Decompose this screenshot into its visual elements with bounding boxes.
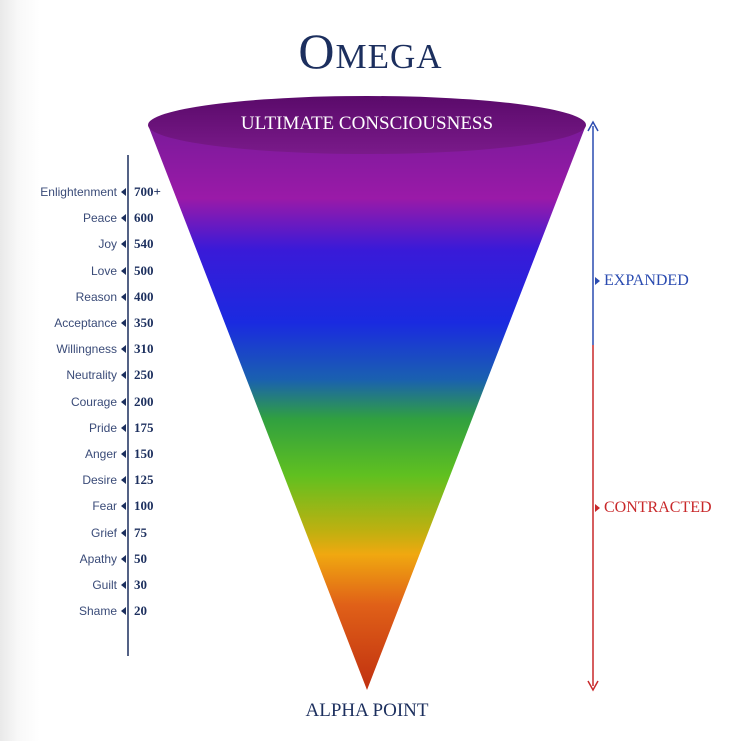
level-item: Reason 400 bbox=[0, 287, 154, 307]
pointer-icon bbox=[121, 371, 126, 380]
level-name: Neutrality bbox=[66, 368, 117, 383]
level-item: Acceptance 350 bbox=[0, 313, 154, 333]
level-value: 75 bbox=[134, 524, 147, 540]
level-value: 125 bbox=[134, 472, 154, 488]
expanded-text: EXPANDED bbox=[604, 272, 689, 289]
level-value: 540 bbox=[134, 236, 154, 252]
level-value: 600 bbox=[134, 210, 154, 226]
level-item: Love 500 bbox=[0, 261, 154, 281]
level-name: Pride bbox=[88, 420, 117, 435]
pointer-icon bbox=[121, 319, 126, 327]
pointer-icon bbox=[121, 188, 126, 196]
bottom-label: ALPHA POINT bbox=[305, 700, 429, 721]
level-value: 250 bbox=[134, 367, 154, 383]
level-value: 350 bbox=[134, 315, 154, 330]
level-name: Joy bbox=[98, 237, 117, 252]
arrow-up-head-icon bbox=[587, 120, 599, 132]
cone-top-ellipse bbox=[148, 96, 586, 154]
pointer-icon bbox=[121, 476, 126, 485]
level-name: Fear bbox=[92, 499, 117, 514]
level-name: Desire bbox=[82, 473, 117, 488]
level-item: Peace 600 bbox=[0, 208, 154, 228]
pointer-icon bbox=[121, 240, 126, 249]
level-name: Apathy bbox=[79, 551, 117, 566]
pointer-icon bbox=[121, 214, 126, 223]
pointer-icon bbox=[121, 266, 126, 275]
level-name: Willingness bbox=[56, 342, 117, 357]
level-name: Guilt bbox=[92, 578, 117, 592]
level-value: 500 bbox=[134, 262, 154, 278]
contracted-text: CONTRACTED bbox=[604, 499, 712, 516]
level-item: Grief 75 bbox=[0, 523, 147, 543]
level-name: Acceptance bbox=[54, 316, 117, 330]
level-item: Courage 200 bbox=[0, 392, 154, 412]
pointer-icon bbox=[121, 528, 126, 537]
level-item: Pride 175 bbox=[0, 418, 154, 438]
level-item: Willingness 310 bbox=[0, 339, 154, 359]
pointer-icon bbox=[121, 581, 126, 589]
pointer-icon bbox=[595, 504, 600, 512]
level-value: 400 bbox=[134, 288, 154, 304]
level-item: Fear 100 bbox=[0, 496, 154, 516]
level-name: Anger bbox=[84, 447, 117, 461]
arrow-down-head-icon bbox=[587, 680, 599, 692]
top-label: ULTIMATE CONSCIOUSNESS bbox=[240, 113, 494, 134]
pointer-icon bbox=[121, 423, 126, 432]
level-value: 310 bbox=[134, 341, 154, 357]
pointer-icon bbox=[121, 554, 126, 563]
contracted-label: CONTRACTED bbox=[595, 499, 712, 517]
cone bbox=[148, 125, 586, 690]
pointer-icon bbox=[121, 345, 126, 354]
pointer-icon bbox=[121, 607, 126, 616]
level-value: 100 bbox=[134, 498, 154, 514]
level-value: 30 bbox=[134, 577, 147, 592]
expanded-label: EXPANDED bbox=[595, 272, 689, 290]
level-name: Peace bbox=[82, 211, 117, 226]
level-item: Guilt 30 bbox=[0, 575, 147, 595]
level-value: 150 bbox=[134, 446, 154, 461]
diagram-title: Omega bbox=[298, 23, 443, 79]
level-item: Apathy 50 bbox=[0, 549, 147, 569]
pointer-icon bbox=[595, 277, 600, 285]
level-item: Anger 150 bbox=[0, 444, 154, 464]
level-value: 200 bbox=[134, 393, 154, 409]
pointer-icon bbox=[121, 292, 126, 301]
level-item: Desire 125 bbox=[0, 470, 154, 490]
level-name: Courage bbox=[70, 394, 117, 409]
level-item: Neutrality 250 bbox=[0, 365, 154, 385]
level-item: Shame 20 bbox=[0, 601, 147, 621]
level-value: 175 bbox=[134, 419, 154, 435]
level-name: Enlightenment bbox=[40, 185, 117, 199]
pointer-icon bbox=[121, 502, 126, 511]
level-name: Love bbox=[90, 263, 117, 278]
pointer-icon bbox=[121, 397, 126, 406]
level-name: Shame bbox=[78, 604, 117, 619]
level-item: Enlightenment 700+ bbox=[0, 182, 161, 202]
level-value: 20 bbox=[134, 603, 147, 619]
level-item: Joy 540 bbox=[0, 234, 154, 254]
pointer-icon bbox=[121, 450, 126, 458]
level-name: Grief bbox=[90, 525, 117, 540]
level-name: Reason bbox=[75, 289, 117, 304]
level-value: 50 bbox=[134, 550, 147, 566]
level-value: 700+ bbox=[134, 184, 161, 199]
